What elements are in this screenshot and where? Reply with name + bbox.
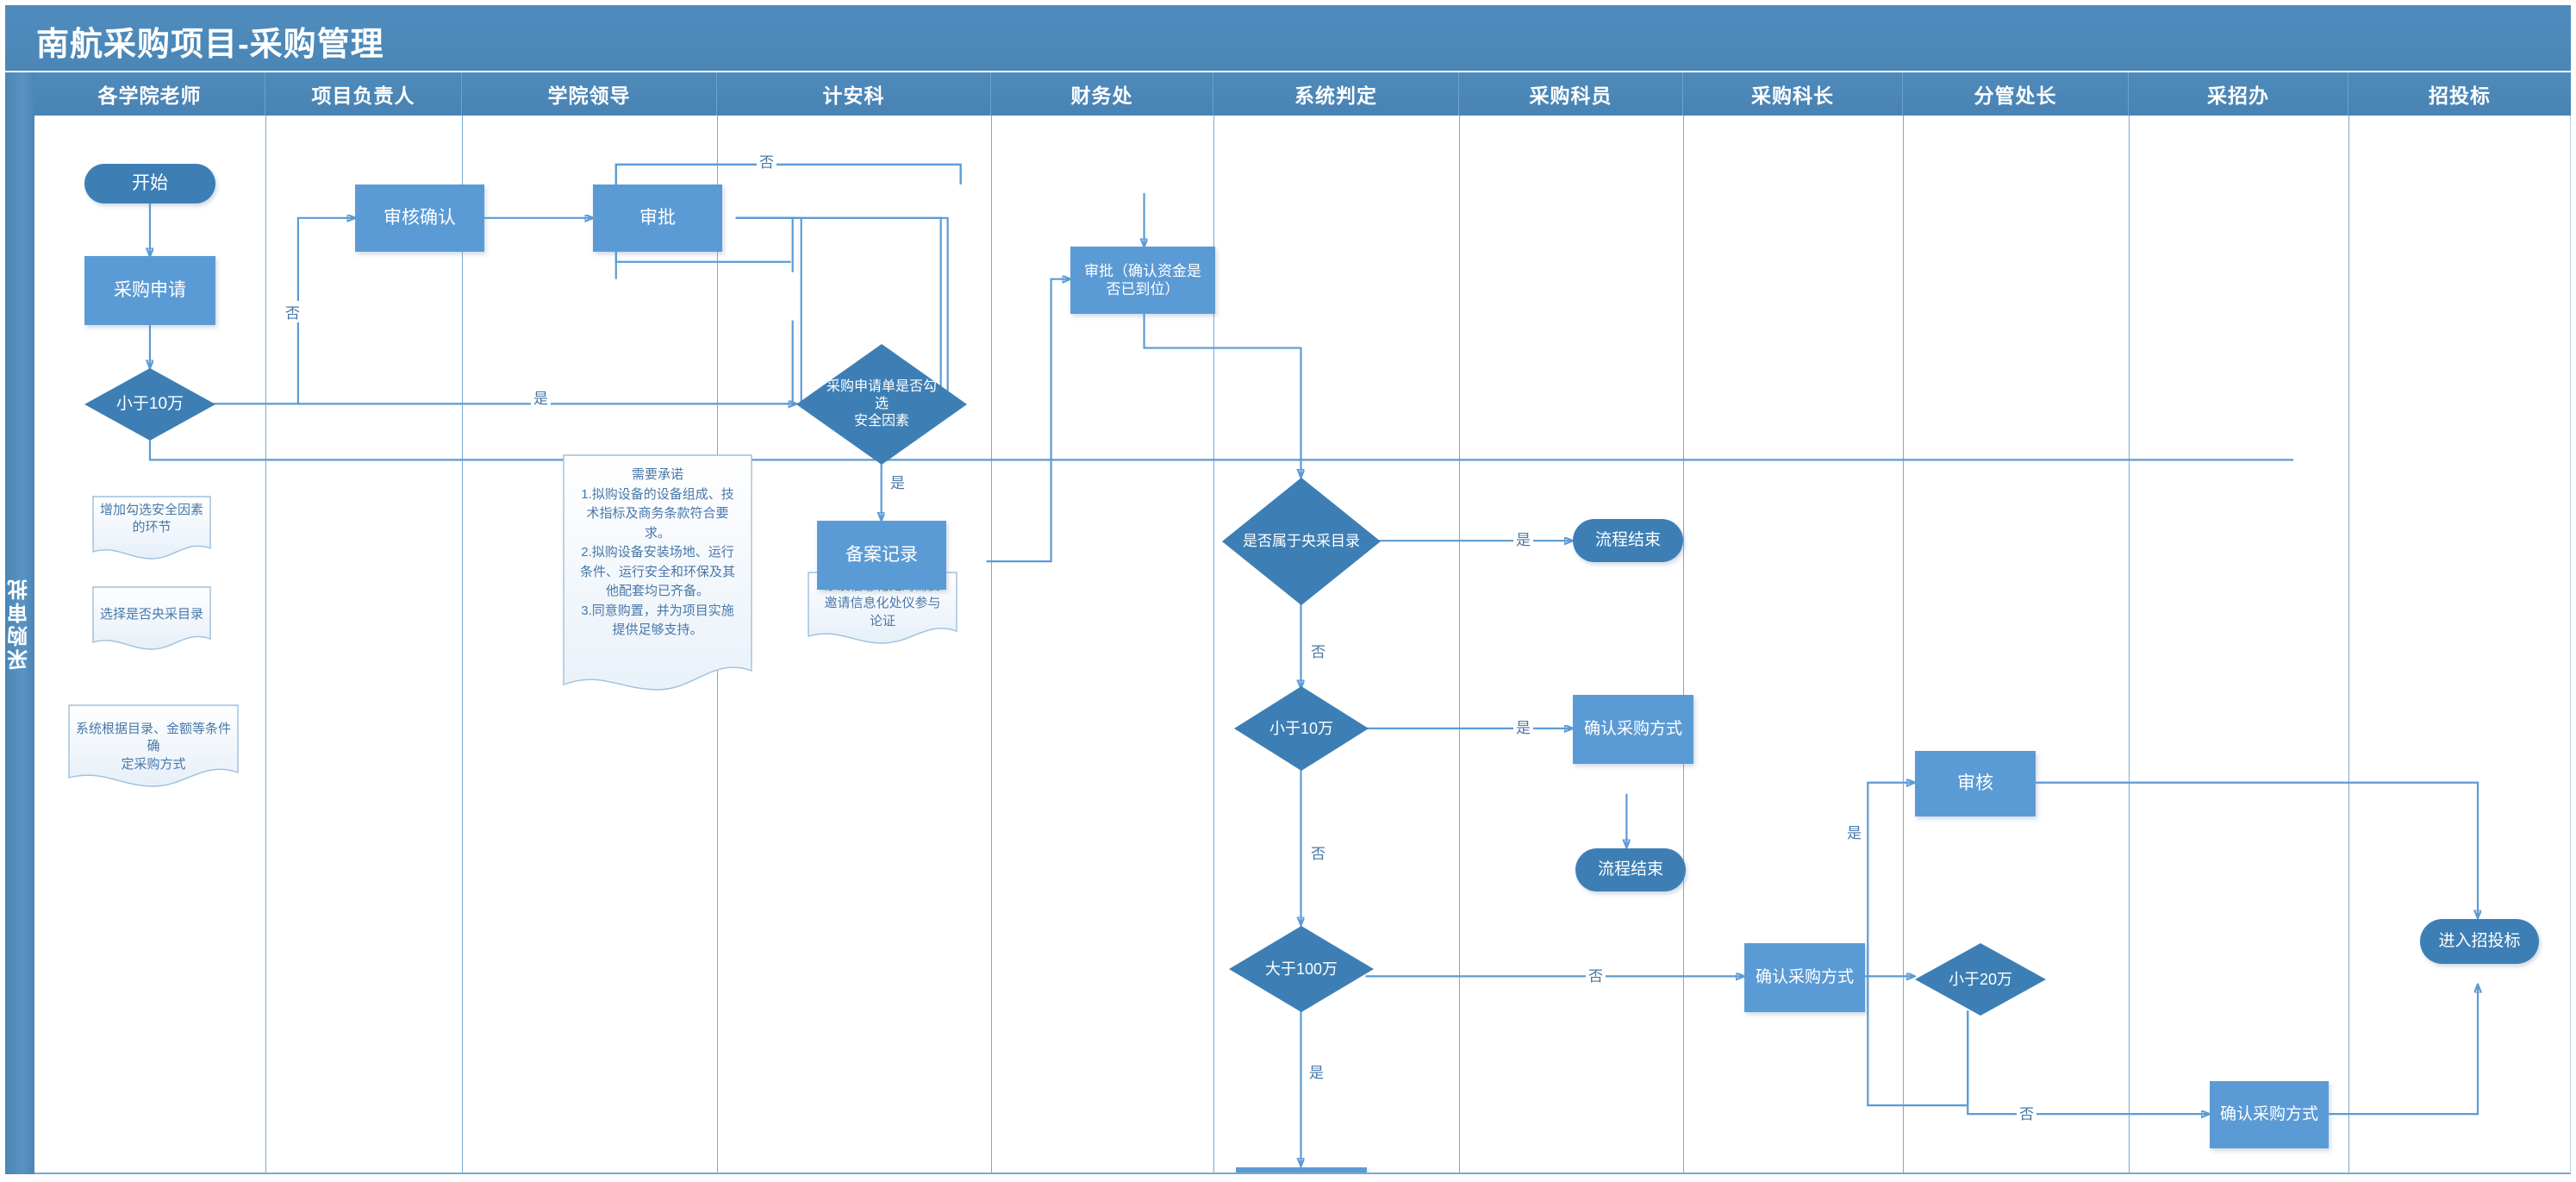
lane-header-3[interactable]: 计安科 [717, 72, 991, 116]
edge-label-yes-3: 是 [1513, 528, 1533, 549]
node-end-1[interactable]: 流程结束 [1573, 519, 1683, 562]
node-label: 流程结束 [1597, 860, 1663, 879]
diagram-canvas: 否 是 否 是 是 否 是 否 否 是 是 否 开始 采购申请 小于10万 [34, 116, 2571, 1174]
lane-header-2[interactable]: 学院领导 [462, 72, 717, 116]
edge-label-yes-4: 是 [1513, 716, 1533, 737]
node-over-1m[interactable]: 大于100万 [1229, 926, 1374, 1012]
edge-label-yes-6: 是 [1307, 1060, 1326, 1082]
node-label: 备案记录 [845, 544, 918, 565]
phase-band: 采购审批 [5, 72, 34, 1174]
lane-divider [1213, 116, 1214, 1173]
node-confirm-method-2[interactable]: 确认采购方式 [1744, 943, 1865, 1012]
node-less-200k[interactable]: 小于20万 [1915, 943, 2046, 1016]
node-less-100k-a[interactable]: 小于10万 [84, 368, 215, 441]
node-confirm-method-3[interactable]: 确认采购方式 [2210, 1081, 2329, 1148]
node-label: 小于10万 [115, 395, 184, 414]
note-text: 增加勾选安全因素 的环节 [99, 503, 203, 535]
connector-layer [34, 163, 2570, 1173]
node-label: 审批（确认资金是 否已到位） [1084, 262, 1201, 297]
lane-header-7[interactable]: 采购科长 [1683, 72, 1903, 116]
node-agent-bidding[interactable]: 代理招标 [1236, 1167, 1367, 1173]
note-method: 系统根据目录、金额等条件确 定采购方式 [67, 704, 240, 790]
lane-divider [1903, 116, 1904, 1173]
lane-divider [1683, 116, 1684, 1173]
node-purchase-request[interactable]: 采购申请 [84, 256, 215, 325]
note-text: 需要承诺 1.拟购设备的设备组成、技 术指标及商务条款符合要 求。 2.拟购设备… [579, 467, 735, 637]
node-label: 确认采购方式 [1583, 720, 1682, 739]
note-promise: 需要承诺 1.拟购设备的设备组成、技 术指标及商务条款符合要 求。 2.拟购设备… [562, 453, 753, 702]
edge-label-no-3: 否 [1308, 640, 1328, 661]
node-start[interactable]: 开始 [84, 164, 215, 203]
edge-label-yes-5: 是 [1844, 821, 1864, 842]
note-text: 选择是否央采目录 [99, 607, 203, 622]
node-enter-bidding[interactable]: 进入招投标 [2420, 919, 2539, 964]
node-label: 是否属于央采目录 [1243, 533, 1360, 550]
edge-label-no-4: 否 [1308, 841, 1328, 863]
node-label: 小于10万 [1269, 719, 1334, 737]
lane-header-6[interactable]: 采购科员 [1459, 72, 1683, 116]
lane-divider [1459, 116, 1460, 1173]
lane-divider [462, 116, 463, 1173]
node-label: 审核确认 [384, 207, 456, 228]
node-label: 确认采购方式 [1755, 968, 1854, 987]
lane-divider [2348, 116, 2349, 1173]
lane-divider [2129, 116, 2130, 1173]
node-label: 确认采购方式 [2219, 1105, 2318, 1124]
node-label: 审核 [1957, 772, 1993, 793]
node-label: 小于20万 [1948, 970, 2013, 988]
lane-header-9[interactable]: 采招办 [2129, 72, 2348, 116]
node-review-confirm[interactable]: 审核确认 [355, 184, 484, 252]
note-safety: 增加勾选安全因素 的环节 [91, 495, 212, 562]
node-safety-check[interactable]: 采购申请单是否勾选 安全因素 [796, 344, 967, 465]
node-audit[interactable]: 审核 [1915, 751, 2036, 816]
node-label: 开始 [132, 172, 168, 193]
edge-label-yes-1: 是 [531, 386, 551, 408]
lane-header-1[interactable]: 项目负责人 [265, 72, 462, 116]
node-label: 进入招投标 [2438, 932, 2521, 951]
lane-header-4[interactable]: 财务处 [991, 72, 1213, 116]
node-label: 采购申请单是否勾选 安全因素 [826, 379, 937, 428]
phase-label: 采购审批 [8, 577, 32, 670]
note-text: 系统根据目录、金额等条件确 定采购方式 [75, 722, 231, 772]
edge-label-no-2: 否 [757, 150, 777, 172]
node-label: 大于100万 [1264, 960, 1338, 978]
title-bar: 南航采购项目-采购管理 [5, 5, 2571, 71]
node-confirm-method-1[interactable]: 确认采购方式 [1573, 695, 1693, 764]
node-less-100k-b[interactable]: 小于10万 [1234, 686, 1369, 771]
lane-header-0[interactable]: 各学院老师 [34, 72, 265, 116]
node-approve-college[interactable]: 审批 [593, 184, 722, 252]
node-end-2[interactable]: 流程结束 [1575, 848, 1686, 891]
lane-header-row: 各学院老师 项目负责人 学院领导 计安科 财务处 系统判定 采购科员 采购科长 … [34, 72, 2571, 116]
page-title: 南航采购项目-采购管理 [36, 27, 384, 63]
edge-label-yes-2: 是 [888, 471, 908, 492]
lane-header-8[interactable]: 分管处长 [1903, 72, 2129, 116]
edge-label-no-6: 否 [2017, 1102, 2036, 1123]
lane-divider [991, 116, 992, 1173]
edge-label-no-1: 否 [283, 301, 303, 322]
edge-label-no-5: 否 [1586, 964, 1606, 985]
node-label: 流程结束 [1594, 531, 1661, 550]
lane-header-10[interactable]: 招投标 [2429, 84, 2491, 107]
node-finance-approve[interactable]: 审批（确认资金是 否已到位） [1070, 247, 1215, 314]
node-filing-record[interactable]: 备案记录 [817, 521, 946, 590]
node-label: 采购申请 [114, 279, 186, 300]
node-label: 审批 [639, 207, 676, 228]
node-central-catalog[interactable]: 是否属于央采目录 [1222, 478, 1381, 605]
note-catalog: 选择是否央采目录 [91, 585, 212, 653]
lane-header-5[interactable]: 系统判定 [1213, 72, 1459, 116]
lane-divider [265, 116, 266, 1173]
